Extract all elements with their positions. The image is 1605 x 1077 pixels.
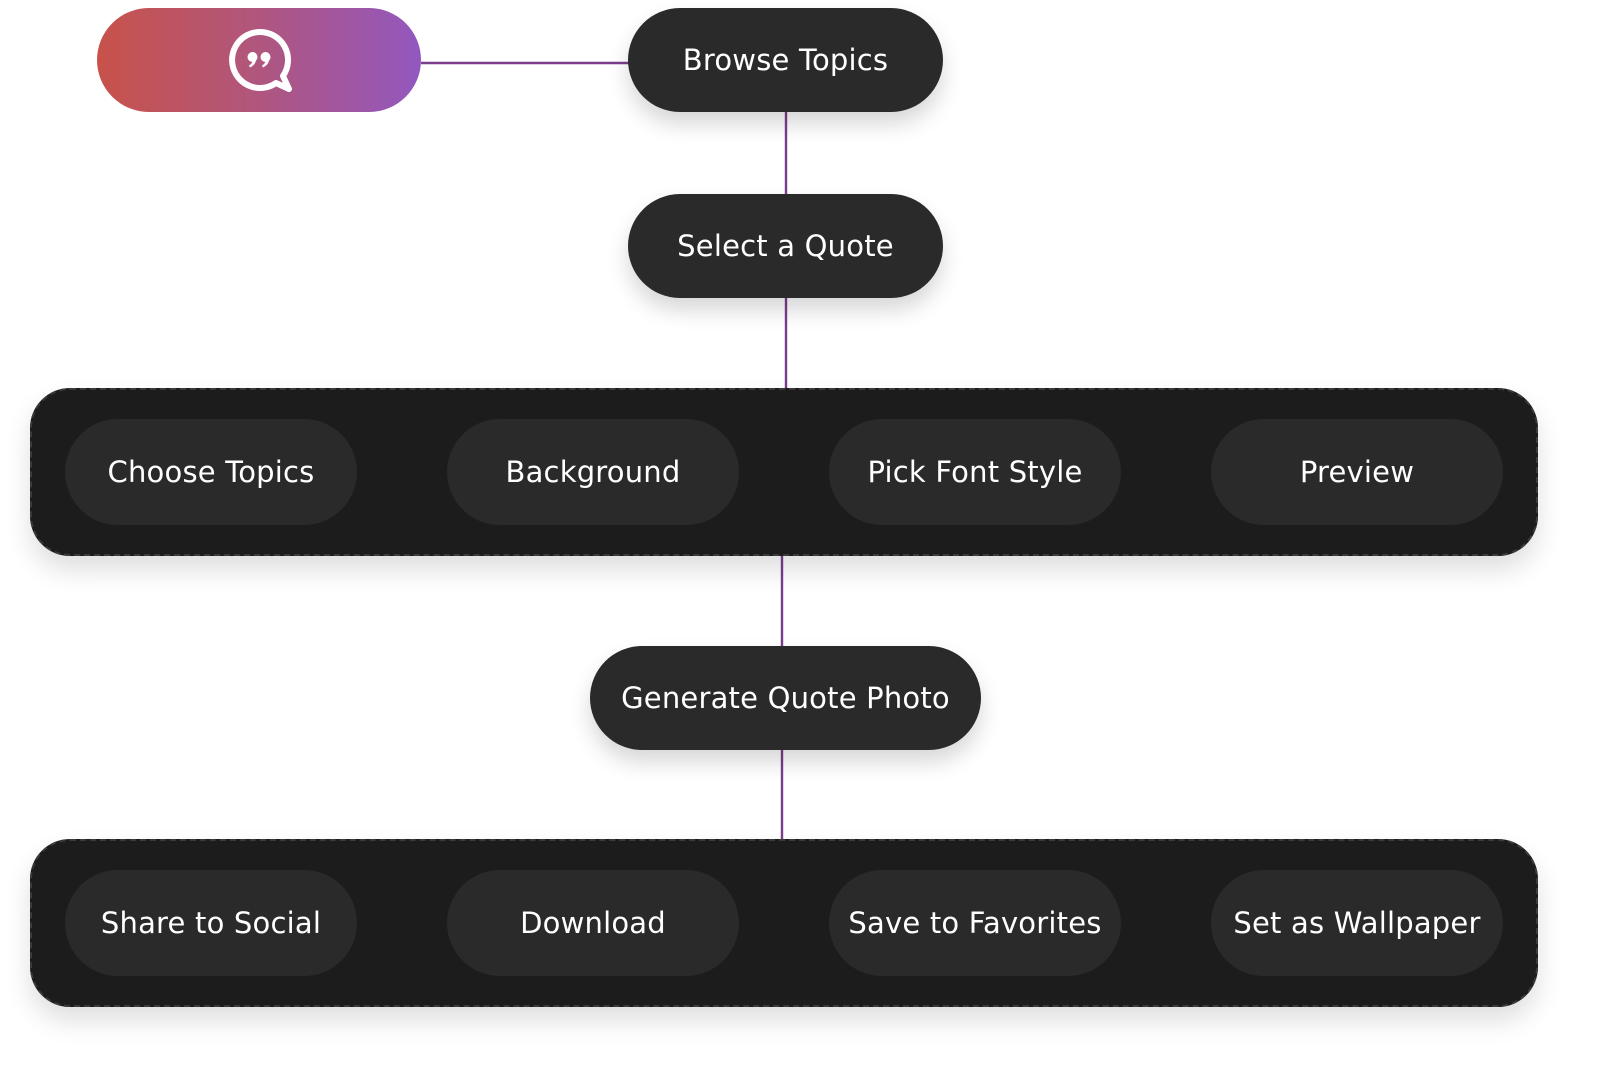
save-to-favorites-node[interactable]: Save to Favorites	[829, 870, 1121, 976]
browse-topics-node[interactable]: Browse Topics	[628, 8, 943, 112]
background-node[interactable]: Background	[447, 419, 739, 525]
choose-topics-node[interactable]: Choose Topics	[65, 419, 357, 525]
pick-font-style-label: Pick Font Style	[867, 455, 1083, 489]
choose-topics-label: Choose Topics	[107, 455, 315, 489]
share-to-social-node[interactable]: Share to Social	[65, 870, 357, 976]
preview-node[interactable]: Preview	[1211, 419, 1503, 525]
download-label: Download	[520, 906, 666, 940]
browse-topics-label: Browse Topics	[682, 43, 889, 77]
save-to-favorites-label: Save to Favorites	[848, 906, 1102, 940]
background-label: Background	[505, 455, 681, 489]
download-node[interactable]: Download	[447, 870, 739, 976]
generate-quote-photo-node[interactable]: Generate Quote Photo	[590, 646, 981, 750]
set-as-wallpaper-label: Set as Wallpaper	[1233, 906, 1481, 940]
generate-quote-photo-label: Generate Quote Photo	[621, 681, 950, 715]
set-as-wallpaper-node[interactable]: Set as Wallpaper	[1211, 870, 1503, 976]
select-quote-node[interactable]: Select a Quote	[628, 194, 943, 298]
share-to-social-label: Share to Social	[100, 906, 322, 940]
select-quote-label: Select a Quote	[677, 229, 894, 263]
pick-font-style-node[interactable]: Pick Font Style	[829, 419, 1121, 525]
preview-label: Preview	[1299, 455, 1415, 489]
quote-bubble-icon	[229, 28, 292, 92]
app-logo-pill[interactable]	[97, 8, 421, 112]
